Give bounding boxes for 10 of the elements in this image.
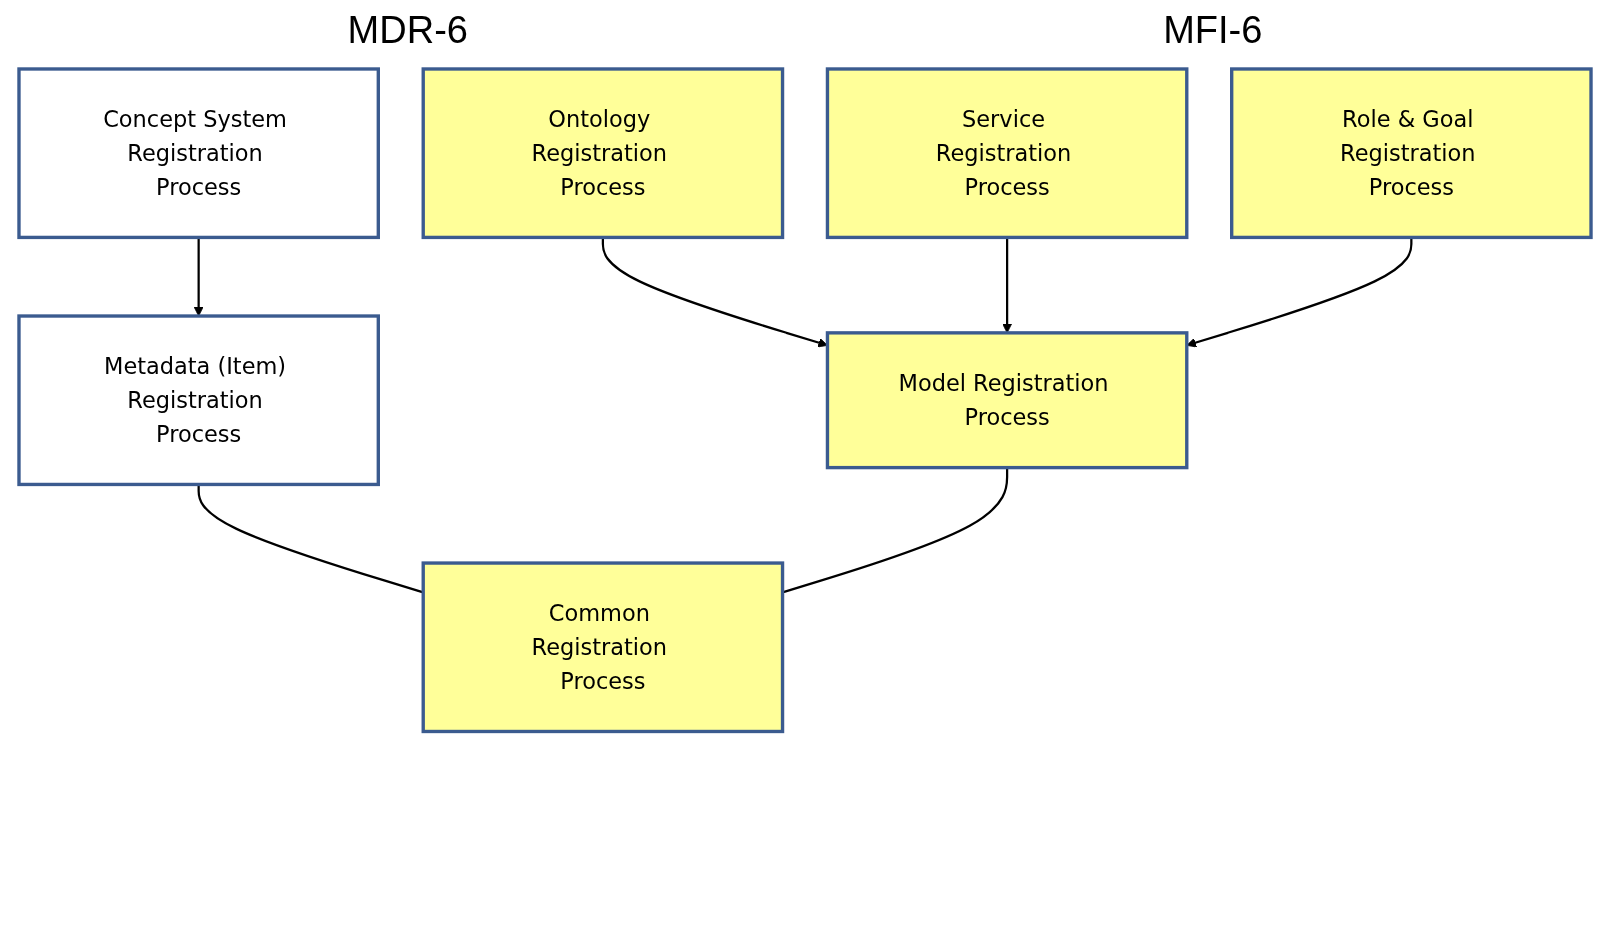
node-box: Metadata (Item) Registration Process [17, 314, 380, 487]
arrow [193, 237, 204, 317]
node-box: Ontology Registration Process [421, 67, 785, 240]
node-box: Role & Goal Registration Process [1230, 67, 1593, 240]
node-box: Service Registration Process [825, 67, 1189, 240]
node-box: Model Registration Process [825, 331, 1189, 470]
node-box: Common Registration Process [421, 561, 785, 734]
node-box: Concept System Registration Process [17, 67, 380, 240]
group-heading: MDR-6 [347, 8, 468, 52]
group-heading: MFI-6 [1163, 8, 1263, 52]
